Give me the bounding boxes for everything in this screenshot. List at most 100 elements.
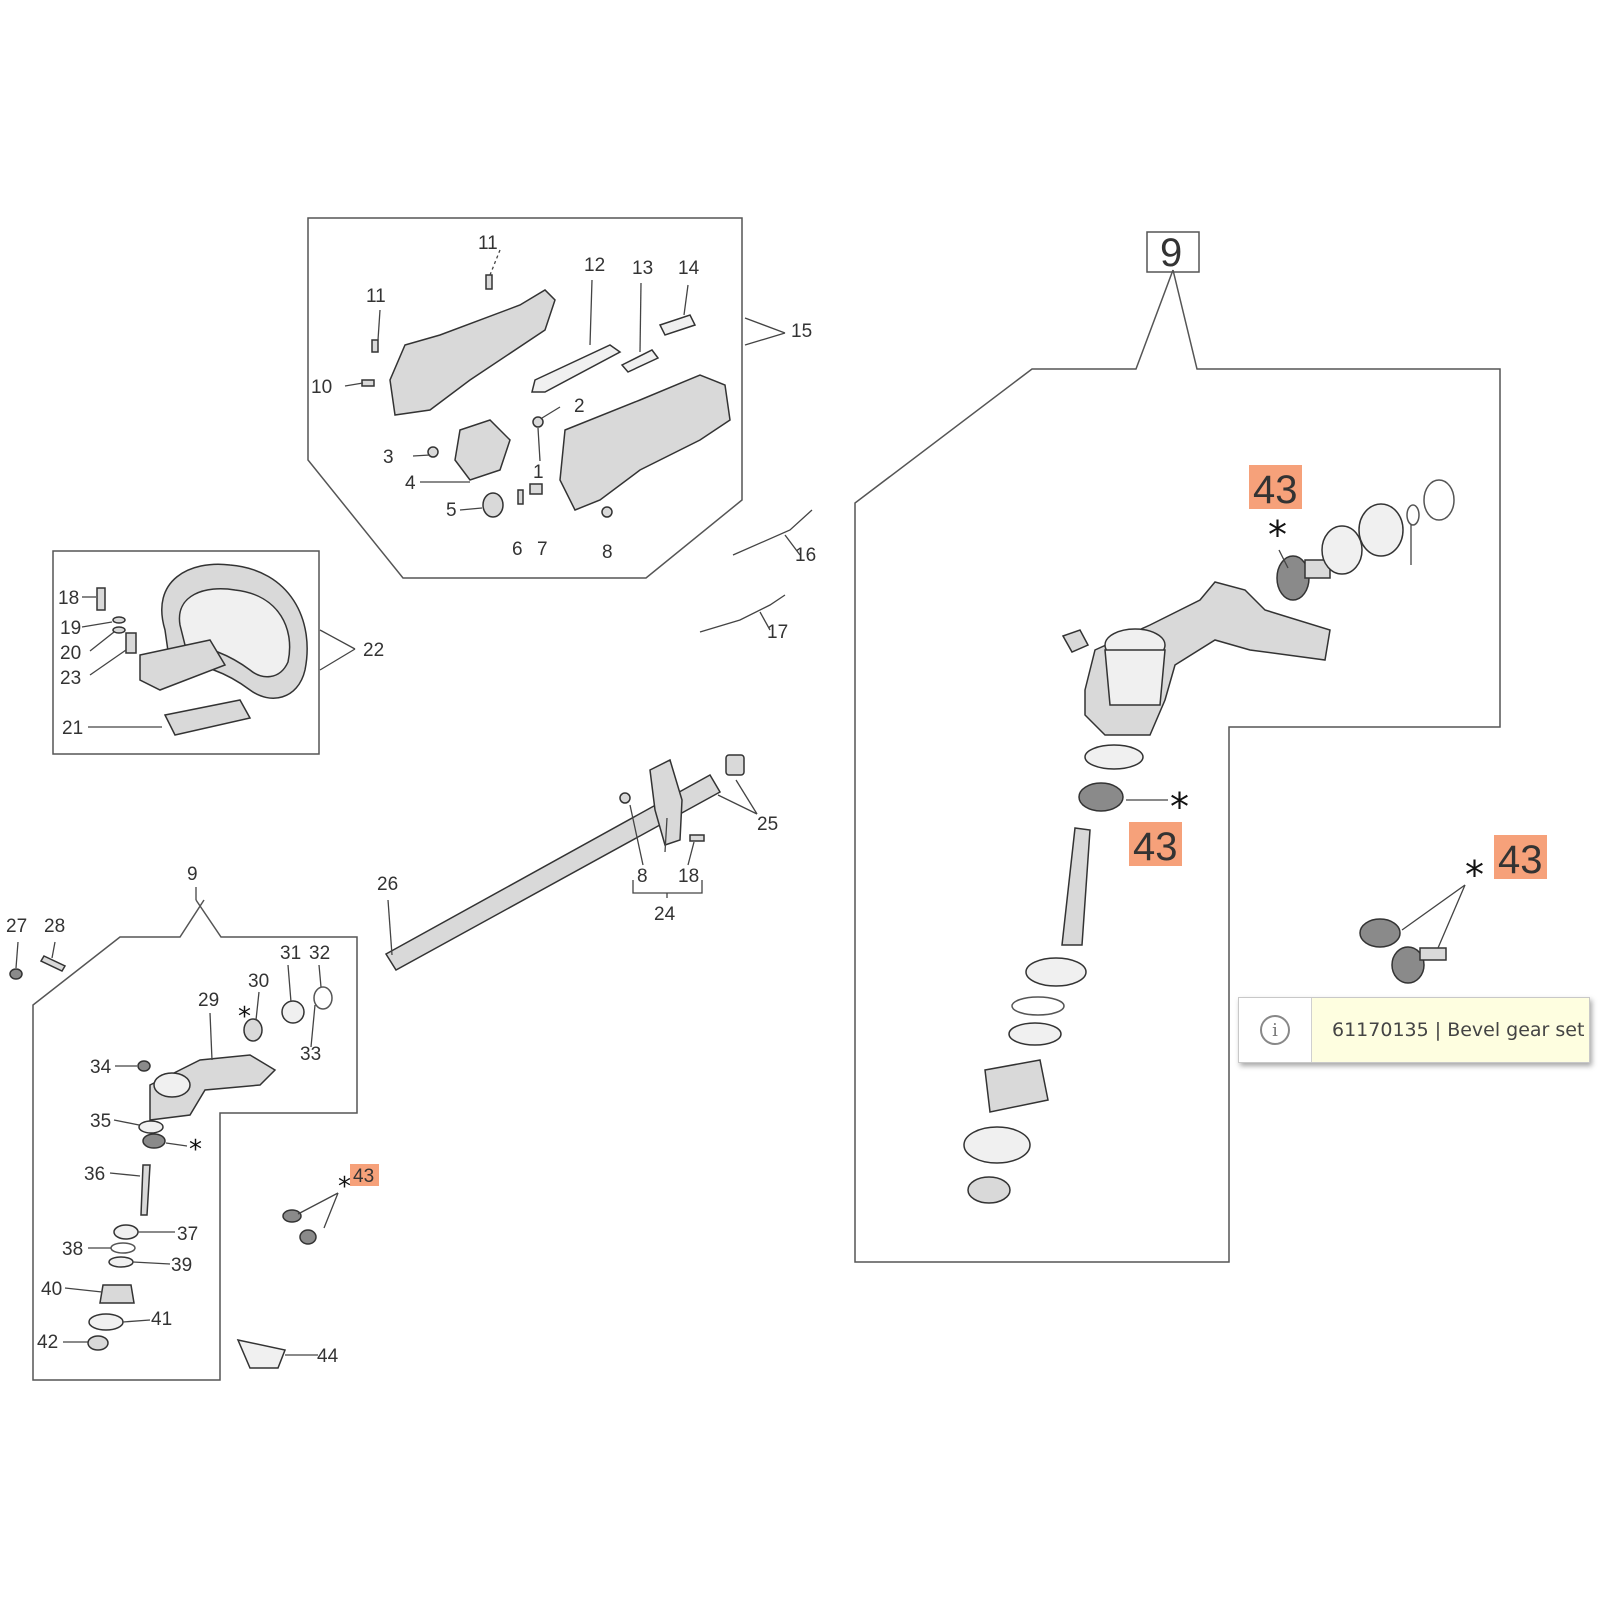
cup-41[interactable] — [88, 1313, 124, 1331]
circlip-large-c[interactable] — [1011, 996, 1065, 1016]
callout-11b[interactable]: 11 — [366, 286, 386, 307]
shaft-large[interactable] — [1061, 827, 1091, 946]
callout-39[interactable]: 39 — [171, 1255, 192, 1276]
bearing-35[interactable] — [138, 1120, 164, 1134]
washer-20[interactable] — [112, 626, 126, 634]
bearing-large-d[interactable] — [1025, 957, 1087, 987]
throttle-cable[interactable] — [732, 509, 813, 556]
callout-28[interactable]: 28 — [44, 916, 65, 937]
callout-16[interactable]: 16 — [795, 545, 816, 566]
callout-31[interactable]: 31 — [280, 943, 301, 964]
bolt-18-tube[interactable] — [689, 834, 705, 842]
bevel-gear-large-b-shaft[interactable] — [1419, 947, 1447, 961]
callout-2[interactable]: 2 — [574, 396, 585, 417]
bevel-gear-large-a[interactable] — [1359, 918, 1401, 948]
callout-29[interactable]: 29 — [198, 990, 219, 1011]
bevel-gear-small-a[interactable] — [282, 1209, 302, 1223]
screw-11a[interactable] — [485, 274, 493, 290]
callout-43-mid[interactable]: 43 — [1133, 825, 1178, 869]
circlip-large-b[interactable] — [1423, 479, 1455, 521]
bolt-28[interactable] — [39, 955, 67, 972]
callout-6[interactable]: 6 — [512, 539, 523, 560]
washer-large[interactable] — [1008, 1022, 1062, 1046]
callout-3[interactable]: 3 — [383, 447, 394, 468]
handle-left-half[interactable] — [389, 289, 556, 416]
callout-43-right[interactable]: 43 — [1498, 838, 1543, 882]
switch[interactable] — [658, 314, 697, 336]
cap-44[interactable] — [236, 1338, 287, 1369]
callout-26[interactable]: 26 — [377, 874, 398, 895]
bearing-large-c[interactable] — [1084, 744, 1144, 770]
bevel-gear-large-b[interactable] — [1391, 946, 1425, 984]
drive-tube[interactable] — [384, 773, 722, 971]
callout-8-top[interactable]: 8 — [602, 542, 613, 563]
callout-23[interactable]: 23 — [60, 668, 81, 689]
clamp-insert[interactable] — [163, 699, 252, 736]
bearing-large-b[interactable] — [1358, 503, 1404, 557]
bolt-18[interactable] — [96, 587, 106, 611]
callout-38[interactable]: 38 — [62, 1239, 83, 1260]
screw-6[interactable] — [517, 489, 524, 505]
pinion-30[interactable] — [243, 1018, 263, 1042]
callout-21[interactable]: 21 — [62, 718, 83, 739]
callout-33[interactable]: 33 — [300, 1044, 321, 1065]
callout-22[interactable]: 22 — [363, 640, 384, 661]
nut-8-tube[interactable] — [619, 792, 631, 804]
shaft-36[interactable] — [140, 1164, 151, 1216]
holder-40[interactable] — [99, 1284, 135, 1304]
callout-8-tube[interactable]: 8 — [637, 866, 648, 887]
washer-3[interactable] — [427, 446, 439, 458]
washer-19[interactable] — [112, 616, 126, 624]
callout-18b[interactable]: 18 — [678, 866, 699, 887]
callout-36[interactable]: 36 — [84, 1164, 105, 1185]
pinion-large[interactable] — [1276, 555, 1310, 601]
callout-4[interactable]: 4 — [405, 473, 416, 494]
callout-10[interactable]: 10 — [311, 377, 332, 398]
screw-10[interactable] — [361, 379, 375, 387]
gear-case-small[interactable] — [149, 1054, 277, 1121]
trigger[interactable] — [531, 344, 622, 393]
callout-34[interactable]: 34 — [90, 1057, 112, 1078]
cable-clamp[interactable] — [482, 492, 504, 518]
circlip-large-a[interactable] — [1406, 504, 1420, 526]
screw-11b[interactable] — [371, 339, 379, 353]
callout-37[interactable]: 37 — [177, 1224, 198, 1245]
callout-12[interactable]: 12 — [584, 255, 605, 276]
callout-30[interactable]: 30 — [248, 971, 269, 992]
callout-43-small[interactable]: 43 — [353, 1166, 374, 1187]
callout-15[interactable]: 15 — [791, 321, 812, 342]
bearing-37[interactable] — [113, 1224, 139, 1240]
washer-39[interactable] — [108, 1256, 134, 1268]
handle-right-half[interactable] — [559, 374, 731, 511]
callout-9-small[interactable]: 9 — [187, 864, 198, 885]
callout-32[interactable]: 32 — [309, 943, 330, 964]
callout-19[interactable]: 19 — [60, 618, 81, 639]
circlip-32[interactable] — [313, 986, 333, 1010]
callout-9-large[interactable]: 9 — [1160, 231, 1182, 275]
callout-5[interactable]: 5 — [446, 500, 457, 521]
callout-18a[interactable]: 18 — [58, 588, 79, 609]
cup-large[interactable] — [963, 1126, 1031, 1164]
nut-42[interactable] — [87, 1335, 109, 1351]
stop-wire[interactable] — [699, 594, 786, 633]
bearing-large-a[interactable] — [1321, 525, 1363, 575]
nut-8-top[interactable] — [601, 506, 613, 518]
callout-24[interactable]: 24 — [654, 904, 676, 925]
spring-2[interactable] — [532, 416, 544, 428]
part-info-tooltip[interactable]: i 61170135 | Bevel gear set — [1238, 997, 1590, 1063]
callout-27[interactable]: 27 — [6, 916, 27, 937]
callout-44[interactable]: 44 — [317, 1346, 339, 1367]
callout-41[interactable]: 41 — [151, 1309, 172, 1330]
callout-11a[interactable]: 11 — [478, 233, 498, 254]
circlip-38[interactable] — [110, 1242, 136, 1254]
bevel-gear-small-b[interactable] — [299, 1229, 317, 1245]
callout-35[interactable]: 35 — [90, 1111, 111, 1132]
bevel-gear-large[interactable] — [1078, 782, 1124, 812]
callout-13[interactable]: 13 — [632, 258, 653, 279]
nut-7[interactable] — [529, 483, 543, 495]
tube-clamp[interactable] — [649, 758, 683, 846]
grip-clip[interactable] — [454, 419, 511, 481]
callout-40[interactable]: 40 — [41, 1279, 62, 1300]
info-icon[interactable]: i — [1260, 1015, 1290, 1045]
callout-17[interactable]: 17 — [767, 622, 788, 643]
